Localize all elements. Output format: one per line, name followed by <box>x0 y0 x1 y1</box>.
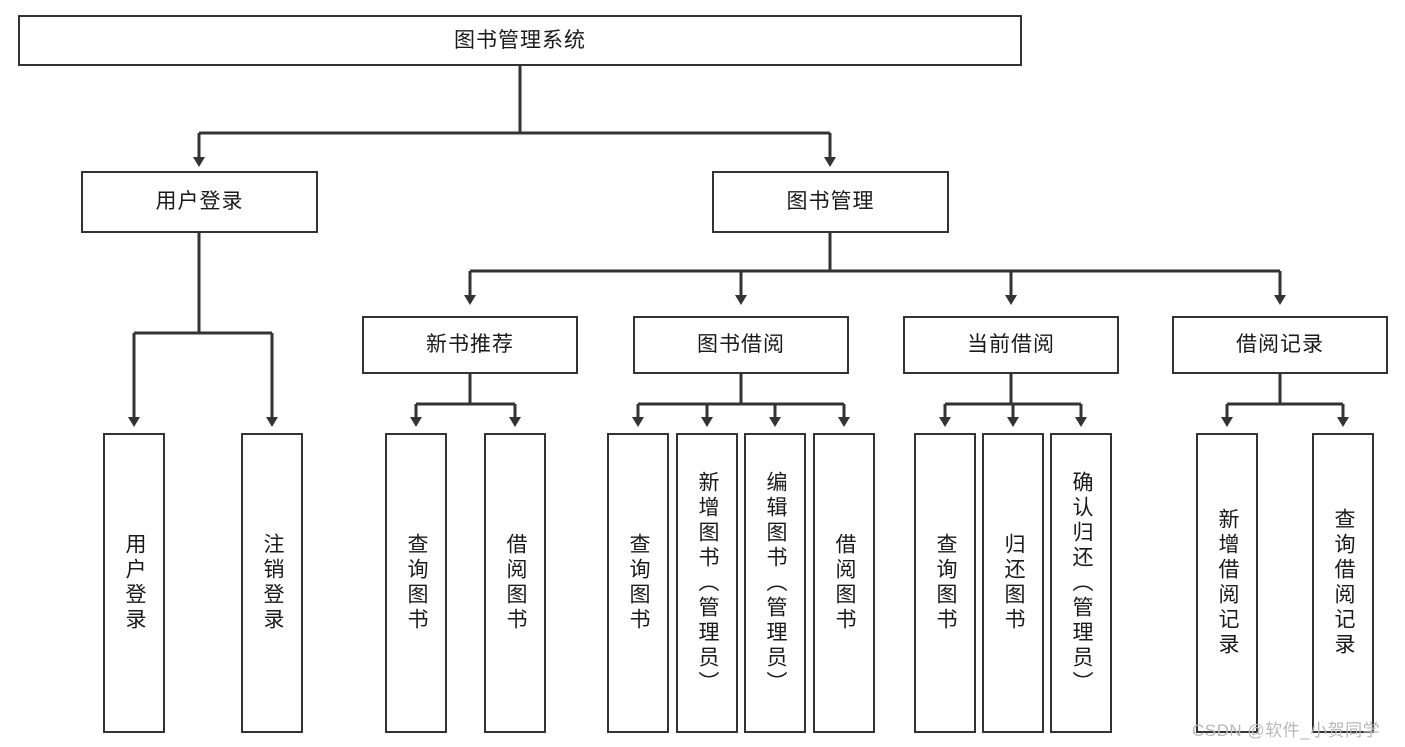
node-leaf-query-book-2-label: 查询图书 <box>627 533 651 633</box>
node-leaf-query-book-3[interactable]: 查询图书 <box>914 433 976 733</box>
node-leaf-edit-book[interactable]: 编辑图书（管理员） <box>744 433 806 733</box>
node-leaf-confirm-return-label: 确认归还（管理员） <box>1070 470 1094 696</box>
node-leaf-query-record-label: 查询借阅记录 <box>1332 508 1356 658</box>
node-leaf-query-book-1-label: 查询图书 <box>405 533 429 633</box>
node-new-book-recommend[interactable]: 新书推荐 <box>362 316 578 374</box>
node-user-login[interactable]: 用户登录 <box>81 171 318 233</box>
node-leaf-query-book-2[interactable]: 查询图书 <box>607 433 669 733</box>
node-leaf-add-record-label: 新增借阅记录 <box>1216 508 1240 658</box>
node-current-borrow[interactable]: 当前借阅 <box>903 316 1119 374</box>
node-leaf-borrow-book-1[interactable]: 借阅图书 <box>484 433 546 733</box>
node-book-borrow-label: 图书借阅 <box>697 333 785 357</box>
node-leaf-confirm-return[interactable]: 确认归还（管理员） <box>1050 433 1112 733</box>
node-leaf-query-record[interactable]: 查询借阅记录 <box>1312 433 1374 733</box>
node-book-borrow[interactable]: 图书借阅 <box>633 316 849 374</box>
node-leaf-borrow-book-2[interactable]: 借阅图书 <box>813 433 875 733</box>
node-leaf-add-book[interactable]: 新增图书（管理员） <box>676 433 738 733</box>
node-leaf-borrow-book-1-label: 借阅图书 <box>504 533 528 633</box>
node-leaf-query-book-3-label: 查询图书 <box>934 533 958 633</box>
node-user-login-label: 用户登录 <box>155 190 244 214</box>
node-leaf-logout-label: 注销登录 <box>261 533 285 633</box>
node-leaf-edit-book-label: 编辑图书（管理员） <box>764 470 788 696</box>
node-current-borrow-label: 当前借阅 <box>967 333 1055 357</box>
node-leaf-borrow-book-2-label: 借阅图书 <box>833 533 857 633</box>
node-leaf-add-record[interactable]: 新增借阅记录 <box>1196 433 1258 733</box>
node-leaf-return-book-label: 归还图书 <box>1002 533 1026 633</box>
node-book-manage-label: 图书管理 <box>786 190 875 214</box>
node-leaf-query-book-1[interactable]: 查询图书 <box>385 433 447 733</box>
node-root-label: 图书管理系统 <box>454 28 586 52</box>
node-book-manage[interactable]: 图书管理 <box>712 171 949 233</box>
csdn-watermark: CSDN @软件_小贺同学 <box>1192 721 1381 740</box>
node-root[interactable]: 图书管理系统 <box>18 15 1022 66</box>
node-borrow-record-label: 借阅记录 <box>1236 333 1324 357</box>
node-leaf-user-login-label: 用户登录 <box>123 533 147 633</box>
node-leaf-logout[interactable]: 注销登录 <box>241 433 303 733</box>
node-leaf-user-login[interactable]: 用户登录 <box>103 433 165 733</box>
node-new-book-recommend-label: 新书推荐 <box>426 333 514 357</box>
node-borrow-record[interactable]: 借阅记录 <box>1172 316 1388 374</box>
node-leaf-return-book[interactable]: 归还图书 <box>982 433 1044 733</box>
node-leaf-add-book-label: 新增图书（管理员） <box>696 470 720 696</box>
